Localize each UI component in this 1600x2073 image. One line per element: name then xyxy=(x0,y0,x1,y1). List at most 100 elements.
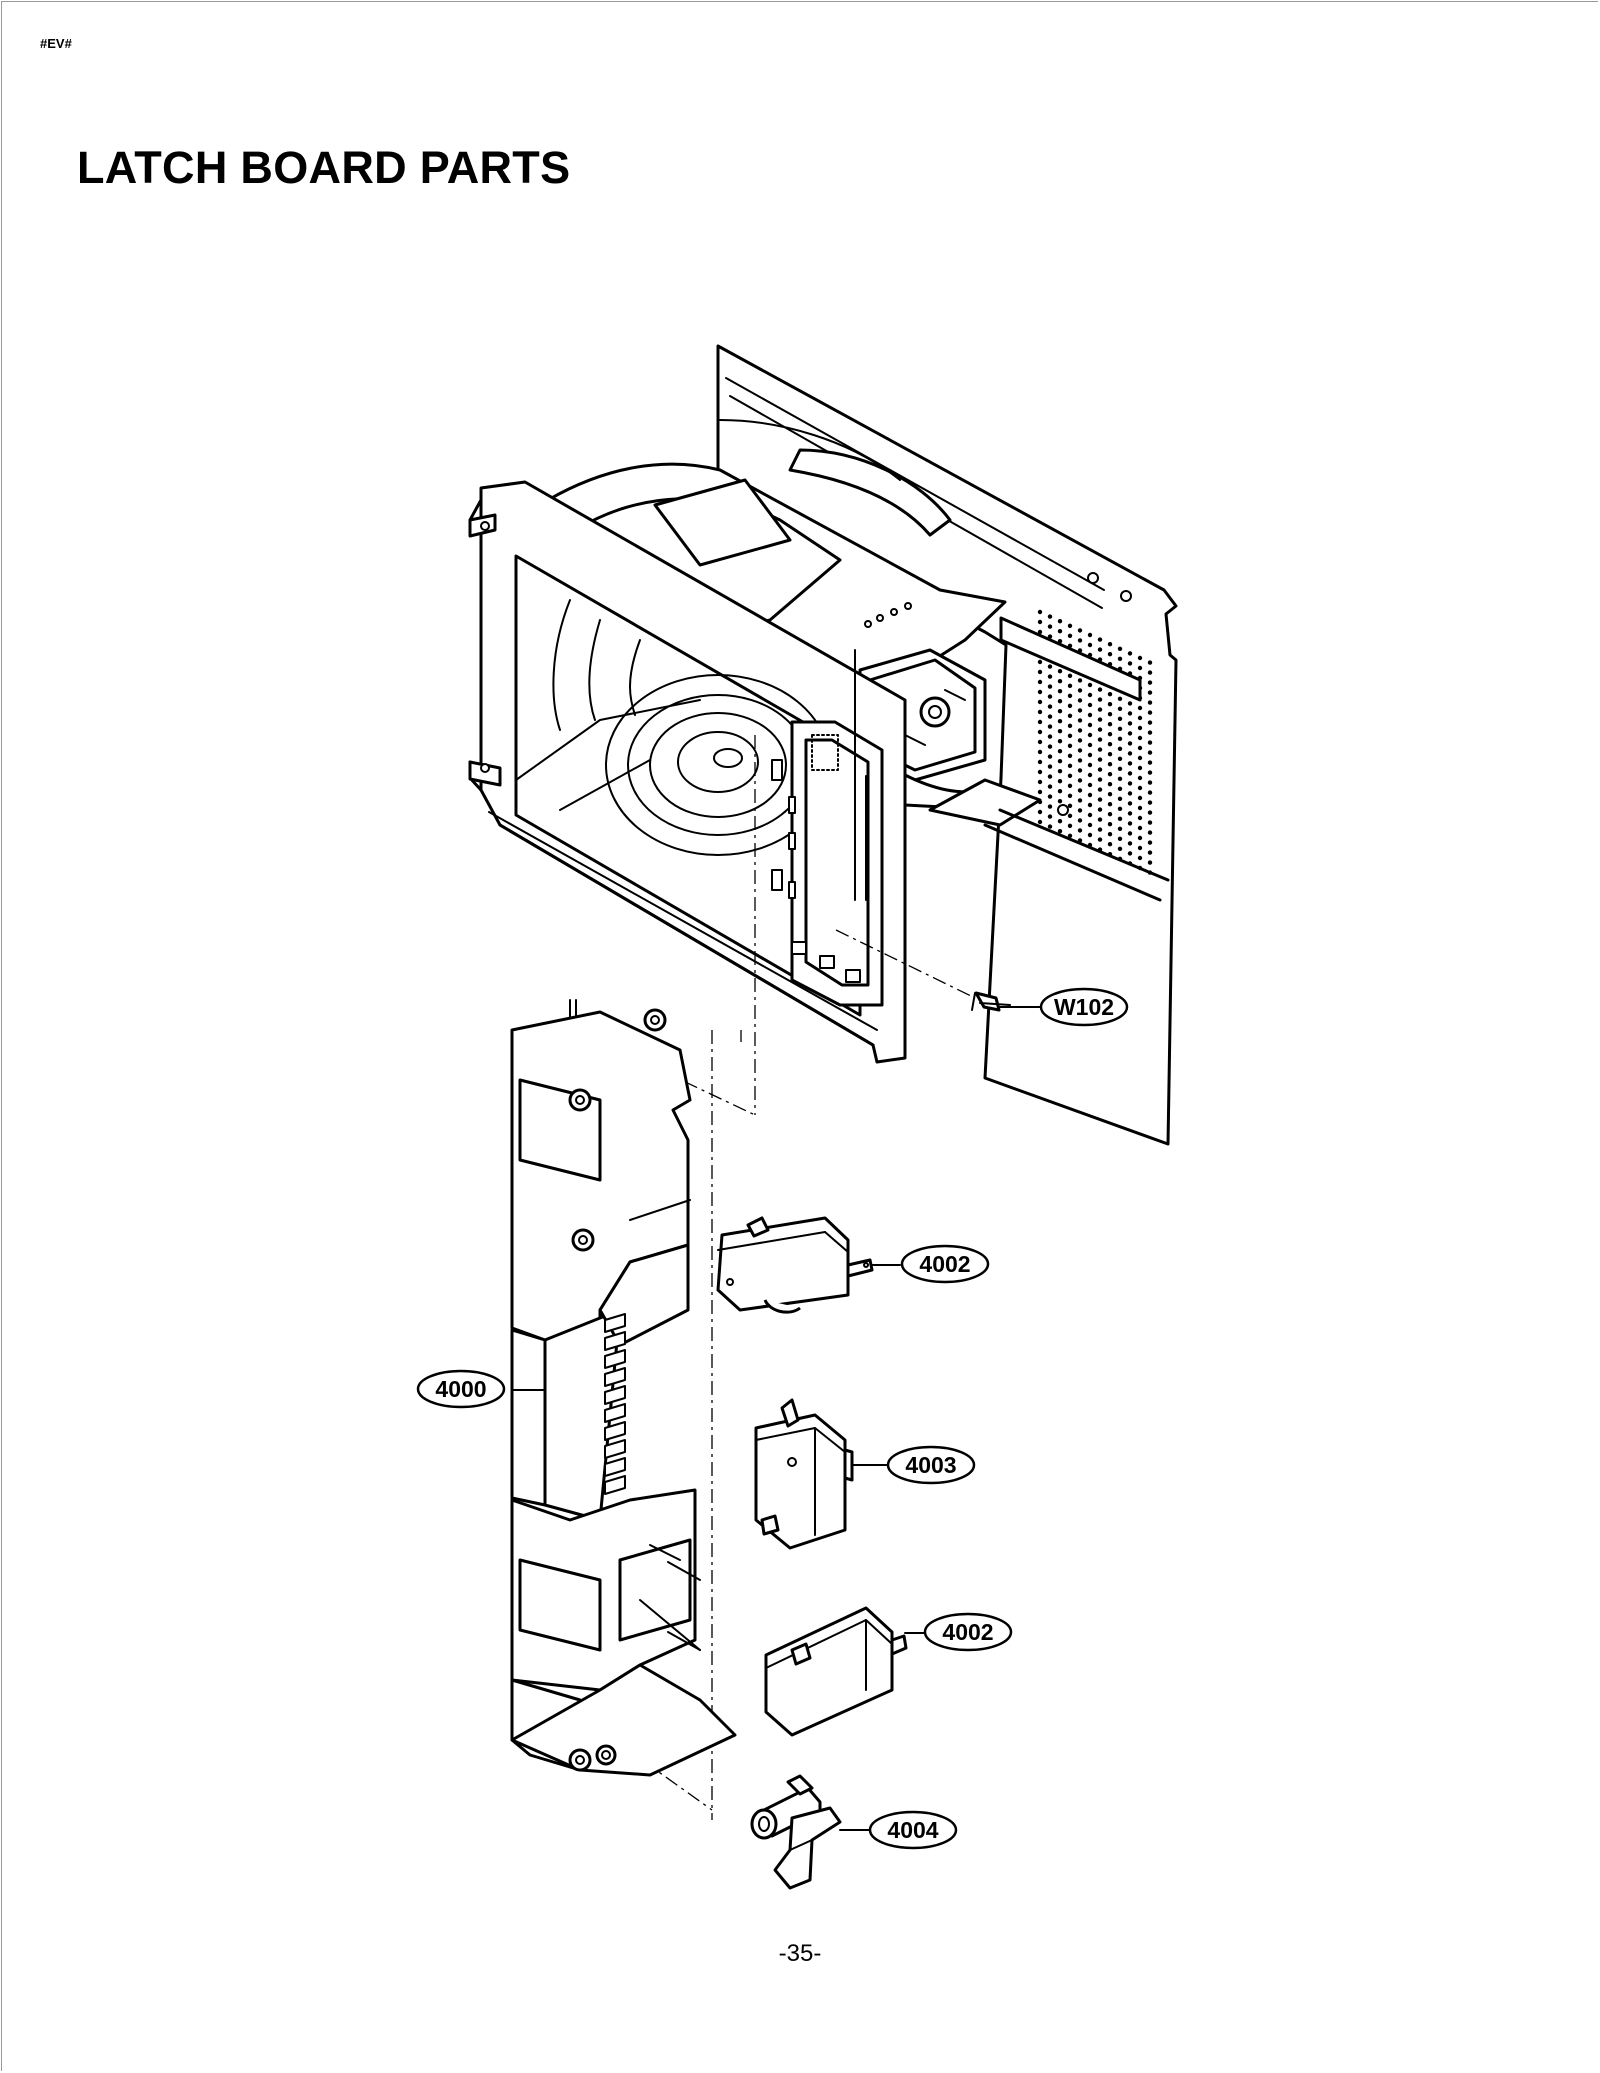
vent-hole xyxy=(1107,812,1113,817)
vent-hole xyxy=(1097,717,1103,722)
vent-hole xyxy=(1047,804,1053,809)
vent-hole xyxy=(1137,825,1143,831)
vent-hole xyxy=(1147,790,1153,795)
vent-hole xyxy=(1077,728,1083,733)
vent-hole xyxy=(1117,746,1123,751)
vent-hole xyxy=(1087,702,1093,708)
vent-hole xyxy=(1117,846,1123,851)
vent-hole xyxy=(1097,727,1103,732)
vent-hole xyxy=(1037,729,1043,735)
vent-hole xyxy=(1107,712,1113,717)
vent-hole xyxy=(1057,689,1063,694)
vent-hole xyxy=(1117,796,1123,801)
vent-hole xyxy=(1077,828,1083,833)
vent-hole xyxy=(1097,747,1103,752)
vent-hole xyxy=(1127,781,1133,786)
vent-hole xyxy=(1137,795,1143,801)
callout-label-4003: 4003 xyxy=(905,1452,956,1478)
latch-tooth xyxy=(604,1331,626,1351)
vent-hole xyxy=(1097,837,1103,842)
vent-hole xyxy=(1047,614,1053,619)
vent-hole xyxy=(1147,670,1153,675)
vent-hole xyxy=(1147,760,1153,765)
vent-hole xyxy=(1107,752,1113,757)
vent-hole xyxy=(1097,807,1103,812)
switch-4003: 4003 xyxy=(754,1398,976,1550)
assembly-guide-lines xyxy=(599,735,976,1820)
vent-hole xyxy=(1087,692,1093,698)
vent-hole xyxy=(1107,762,1113,767)
latch-tooth xyxy=(604,1313,626,1333)
vent-hole xyxy=(1037,749,1043,755)
vent-hole xyxy=(1067,623,1073,628)
vent-hole xyxy=(1097,707,1103,712)
vent-hole xyxy=(1057,739,1063,744)
vent-hole xyxy=(1047,714,1053,719)
vent-hole xyxy=(1067,713,1073,718)
vent-hole xyxy=(1037,739,1043,745)
vent-hole xyxy=(1127,771,1133,776)
vent-hole xyxy=(1057,819,1063,824)
vent-hole xyxy=(1047,754,1053,759)
vent-hole xyxy=(1147,750,1153,755)
vent-hole xyxy=(1037,719,1043,725)
vent-hole xyxy=(1037,609,1043,615)
vent-hole xyxy=(1087,782,1093,788)
vent-hole xyxy=(1137,775,1143,781)
vent-hole xyxy=(1057,829,1063,834)
vent-hole xyxy=(1047,794,1053,799)
vent-hole xyxy=(1117,706,1123,711)
vent-hole xyxy=(1127,841,1133,846)
vent-hole xyxy=(1117,776,1123,781)
vent-hole xyxy=(1107,742,1113,747)
vent-hole xyxy=(1147,830,1153,835)
vent-hole xyxy=(1107,732,1113,737)
page-title: LATCH BOARD PARTS xyxy=(77,142,571,193)
vent-hole xyxy=(1117,816,1123,821)
latch-tooth xyxy=(604,1421,626,1441)
vent-hole xyxy=(1057,669,1063,674)
vent-hole xyxy=(1137,705,1143,711)
vent-hole xyxy=(1047,734,1053,739)
vent-hole xyxy=(1087,632,1093,638)
vent-hole xyxy=(1107,782,1113,787)
vent-hole xyxy=(1127,821,1133,826)
vent-hole xyxy=(1137,765,1143,771)
vent-hole xyxy=(1077,708,1083,713)
vent-hole xyxy=(1087,772,1093,778)
vent-hole xyxy=(1067,743,1073,748)
vent-hole xyxy=(1127,851,1133,856)
vent-hole xyxy=(1097,777,1103,782)
latch-board-4000: 4000 xyxy=(416,999,737,1777)
vent-hole xyxy=(1117,786,1123,791)
vent-hole xyxy=(1037,759,1043,765)
vent-hole xyxy=(1117,736,1123,741)
vent-hole xyxy=(1057,799,1063,804)
vent-hole xyxy=(1137,855,1143,861)
page-number: -35- xyxy=(778,1940,822,1967)
vent-hole xyxy=(1067,793,1073,798)
vent-hole xyxy=(1137,665,1143,671)
vent-hole xyxy=(1137,655,1143,661)
vent-hole xyxy=(1047,744,1053,749)
vent-hole xyxy=(1037,789,1043,795)
vent-hole xyxy=(1057,749,1063,754)
vent-hole xyxy=(1037,669,1043,675)
vent-hole xyxy=(1137,745,1143,751)
vent-hole xyxy=(1057,619,1063,624)
vent-hole xyxy=(1067,813,1073,818)
latch-tooth xyxy=(604,1385,626,1405)
vent-hole xyxy=(1067,723,1073,728)
vent-hole xyxy=(1127,801,1133,806)
latch-tooth xyxy=(604,1367,626,1387)
vent-hole xyxy=(1107,652,1113,657)
vent-hole xyxy=(1127,711,1133,716)
vent-hole xyxy=(1117,766,1123,771)
vent-hole xyxy=(1047,684,1053,689)
vent-hole xyxy=(1127,701,1133,706)
vent-hole xyxy=(1137,735,1143,741)
vent-hole xyxy=(1107,772,1113,777)
vent-hole xyxy=(1147,690,1153,695)
vent-hole xyxy=(1067,783,1073,788)
